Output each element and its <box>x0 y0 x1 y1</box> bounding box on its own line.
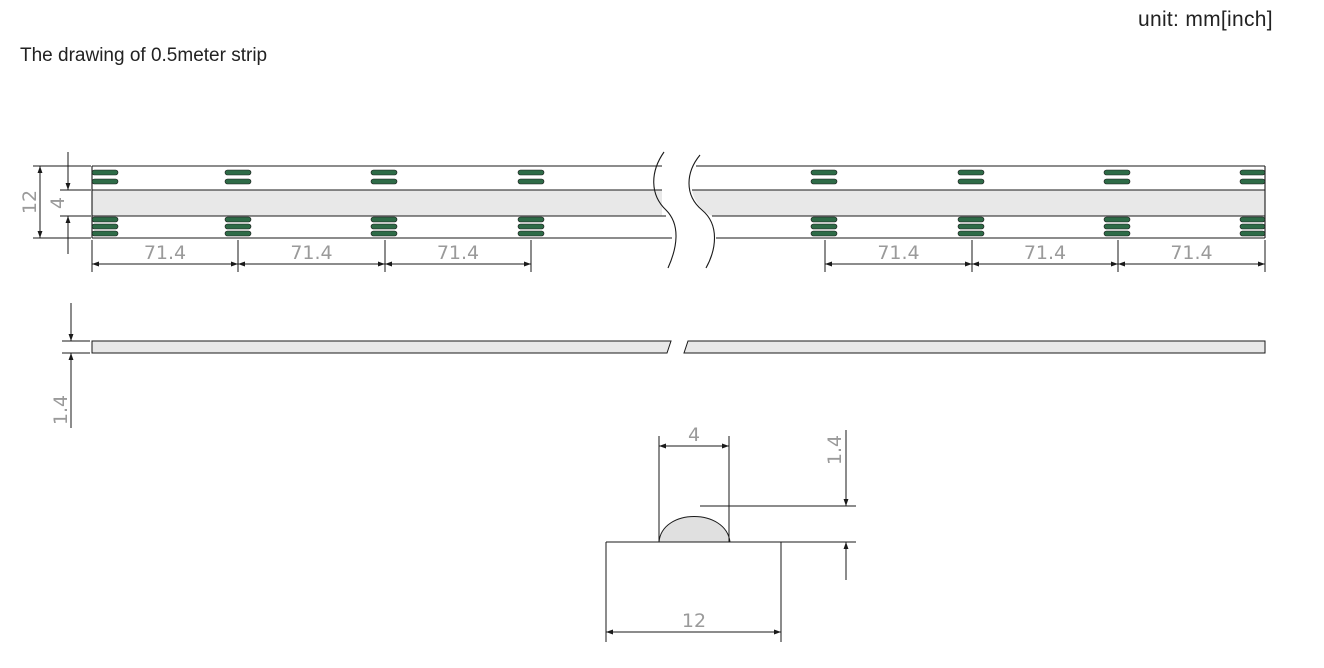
led-chip <box>1239 178 1266 185</box>
dome-profile <box>658 516 731 543</box>
led-chip <box>517 216 545 223</box>
unit-label: unit: mm[inch] <box>1138 8 1273 31</box>
led-chip <box>957 230 985 237</box>
height-dimension <box>33 152 91 254</box>
led-chip <box>810 223 838 230</box>
pitch-dim-text: 71.4 <box>144 242 186 264</box>
led-chip <box>224 178 252 185</box>
pitch-dim-text: 71.4 <box>877 242 919 264</box>
led-chip <box>810 216 838 223</box>
pitch-dim-text: 71.4 <box>290 242 332 264</box>
led-chip <box>957 223 985 230</box>
led-chip <box>370 230 398 237</box>
pitch-dim-text: 71.4 <box>1170 242 1212 264</box>
led-chip <box>224 169 252 176</box>
led-chip <box>517 223 545 230</box>
led-chip <box>1239 169 1266 176</box>
led-chip <box>517 178 545 185</box>
led-chip <box>224 230 252 237</box>
led-chip <box>1103 223 1131 230</box>
led-chip <box>957 178 985 185</box>
pitch-dim-text: 71.4 <box>437 242 479 264</box>
led-chips <box>91 169 1266 237</box>
dome-width-dim-text: 4 <box>688 424 700 446</box>
led-chip <box>810 178 838 185</box>
led-chip <box>1239 216 1266 223</box>
led-chip <box>91 223 119 230</box>
led-chip <box>810 230 838 237</box>
top-view: 12 4 71.4 71.4 71.4 71.4 71.4 71.4 <box>19 151 1266 272</box>
height-dim-text: 12 <box>19 190 41 214</box>
led-chip <box>91 178 119 185</box>
side-strip-left <box>91 340 672 354</box>
led-chip <box>1103 230 1131 237</box>
led-chip <box>224 216 252 223</box>
led-chip <box>224 223 252 230</box>
dome-height-dim-text: 1.4 <box>824 435 846 465</box>
led-chip <box>957 169 985 176</box>
led-chip <box>370 178 398 185</box>
thickness-dimension <box>62 303 90 428</box>
led-chip <box>91 230 119 237</box>
top-view-right-segment <box>688 154 1266 269</box>
cross-section: 4 1.4 12 <box>605 424 856 642</box>
break-line-right <box>688 154 715 269</box>
led-chip <box>370 169 398 176</box>
led-chip <box>1103 178 1131 185</box>
side-strip-right <box>683 340 1266 354</box>
led-chip <box>1239 230 1266 237</box>
led-chip <box>91 169 119 176</box>
thickness-dim-text: 1.4 <box>50 395 72 425</box>
led-chip <box>370 223 398 230</box>
led-chip <box>1103 169 1131 176</box>
pitch-dimensions: 71.4 71.4 71.4 71.4 71.4 71.4 <box>91 240 1266 272</box>
inner-dim-text: 4 <box>47 197 69 209</box>
led-chip <box>91 216 119 223</box>
pitch-dim-text: 71.4 <box>1024 242 1066 264</box>
side-view: 1.4 <box>50 303 1266 428</box>
led-chip <box>810 169 838 176</box>
led-chip <box>957 216 985 223</box>
led-chip <box>517 169 545 176</box>
drawing-title: The drawing of 0.5meter strip <box>20 45 268 66</box>
led-chip <box>370 216 398 223</box>
led-chip <box>1103 216 1131 223</box>
base-width-dim-text: 12 <box>682 610 706 632</box>
break-line-left <box>653 151 677 269</box>
led-chip <box>517 230 545 237</box>
led-chip <box>1239 223 1266 230</box>
